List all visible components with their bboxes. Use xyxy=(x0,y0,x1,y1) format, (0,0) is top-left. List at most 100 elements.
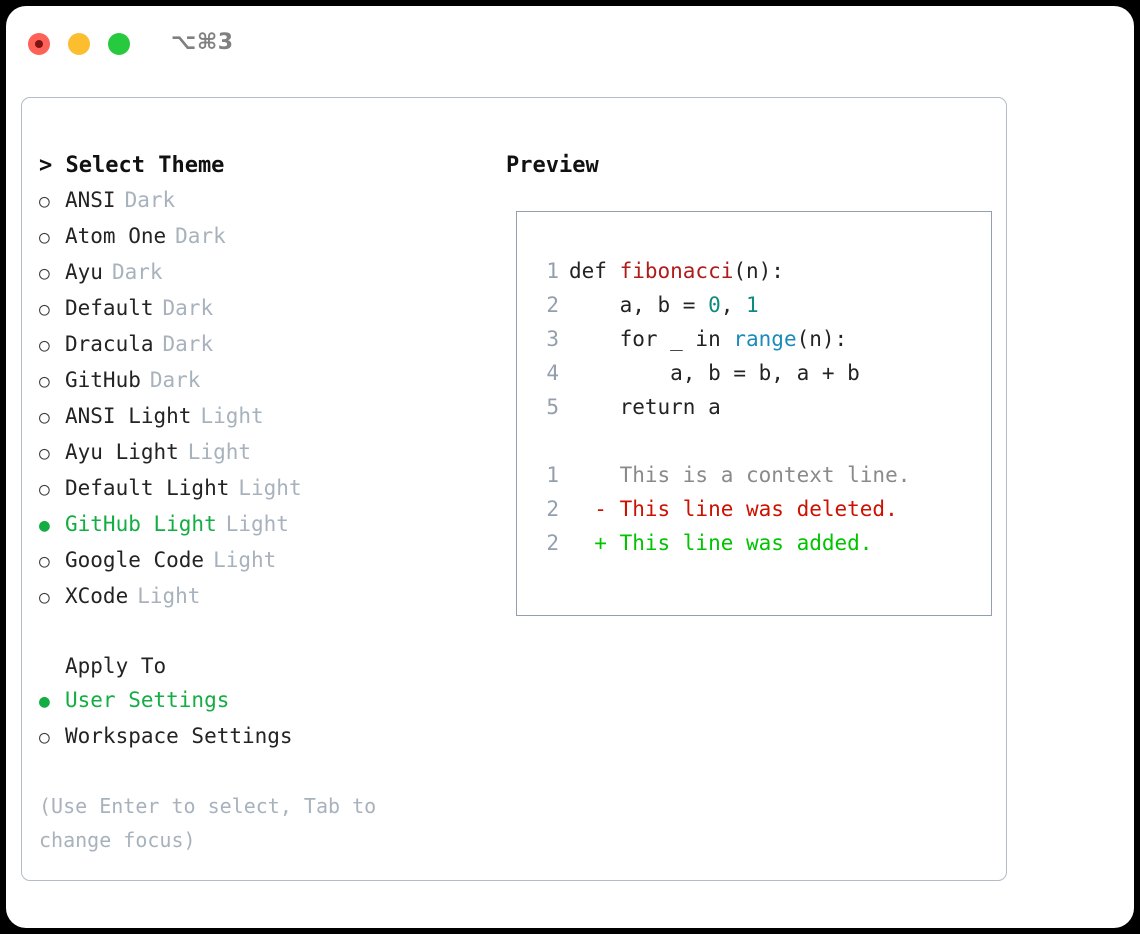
diff-line-text: This is a context line. xyxy=(569,463,911,487)
code-token: (n): xyxy=(796,327,848,351)
line-number: 4 xyxy=(546,361,559,385)
keyboard-hint-text: (Use Enter to select, Tab to change focu… xyxy=(39,794,377,852)
radio-unselected-icon[interactable]: ○ xyxy=(39,727,50,748)
preview-column: Preview xyxy=(506,149,986,183)
diff-line-text: + This line was added. xyxy=(569,531,873,555)
theme-variant-badge: Dark xyxy=(149,368,201,392)
line-number: 1 xyxy=(546,463,559,487)
theme-name: Dracula xyxy=(65,332,154,356)
title-bar: ⌥⌘3 xyxy=(6,6,1134,82)
list-spacer xyxy=(39,615,459,649)
radio-unselected-icon[interactable]: ○ xyxy=(39,551,50,572)
maximize-button[interactable] xyxy=(108,33,130,55)
preview-divider xyxy=(531,424,910,458)
minimize-button[interactable] xyxy=(68,33,90,55)
radio-unselected-icon[interactable]: ○ xyxy=(39,407,50,428)
apply-to-option[interactable]: ● User Settings xyxy=(39,683,459,719)
diff-line-text: - This line was deleted. xyxy=(569,497,898,521)
radio-unselected-icon[interactable]: ○ xyxy=(39,335,50,356)
theme-name: Default Light xyxy=(65,476,230,500)
line-number: 5 xyxy=(546,395,559,419)
theme-name: Google Code xyxy=(65,548,205,572)
theme-name: ANSI Light xyxy=(65,404,192,428)
line-number: 2 xyxy=(546,293,559,317)
theme-list-item[interactable]: ○ GitHub Dark xyxy=(39,363,459,399)
code-line-text: a, b = b, a + b xyxy=(569,356,860,390)
theme-name: Ayu Light xyxy=(65,440,179,464)
theme-name: GitHub xyxy=(65,368,141,392)
theme-name: Default xyxy=(65,296,154,320)
code-token: , xyxy=(720,293,747,317)
theme-list-item[interactable]: ○ Google Code Light xyxy=(39,543,459,579)
theme-variant-badge: Light xyxy=(213,548,277,572)
radio-selected-icon[interactable]: ● xyxy=(39,515,50,536)
theme-name: XCode xyxy=(65,584,129,608)
keyboard-shortcut-label: ⌥⌘3 xyxy=(171,30,234,55)
close-button[interactable] xyxy=(28,33,50,55)
code-line: 3 for _ in range(n): xyxy=(531,322,910,356)
radio-unselected-icon[interactable]: ○ xyxy=(39,371,50,392)
diff-line: 2 + This line was added. xyxy=(531,526,910,560)
radio-unselected-icon[interactable]: ○ xyxy=(39,479,50,500)
code-line-text: def fibonacci(n): xyxy=(569,254,784,288)
theme-list-item[interactable]: ○ Default Dark xyxy=(39,291,459,327)
line-number: 3 xyxy=(546,327,559,351)
radio-unselected-icon[interactable]: ○ xyxy=(39,587,50,608)
radio-unselected-icon[interactable]: ○ xyxy=(39,227,50,248)
code-line-text: for _ in range(n): xyxy=(569,322,848,356)
apply-to-label: User Settings xyxy=(65,688,230,712)
line-number: 2 xyxy=(546,497,559,521)
code-line: 2 a, b = 0, 1 xyxy=(531,288,910,322)
theme-name: Ayu xyxy=(65,260,103,284)
theme-list-item[interactable]: ○ XCode Light xyxy=(39,579,459,615)
theme-list-item[interactable]: ○ Ayu Light Light xyxy=(39,435,459,471)
line-number: 2 xyxy=(546,531,559,555)
theme-variant-badge: Dark xyxy=(162,332,214,356)
apply-to-list[interactable]: ● User Settings ○Workspace Settings xyxy=(39,683,459,755)
radio-unselected-icon[interactable]: ○ xyxy=(39,263,50,284)
radio-selected-icon[interactable]: ● xyxy=(39,691,50,712)
code-token: 0 xyxy=(708,293,721,317)
theme-variant-badge: Light xyxy=(187,440,252,464)
theme-variant-badge: Dark xyxy=(162,296,214,320)
radio-unselected-icon[interactable]: ○ xyxy=(39,443,50,464)
code-line-text: return a xyxy=(569,390,721,424)
radio-unselected-icon[interactable]: ○ xyxy=(39,299,50,320)
theme-list-item[interactable]: ○ Dracula Dark xyxy=(39,327,459,363)
theme-list-item[interactable]: ● GitHub Light Light xyxy=(39,507,459,543)
code-line-text: a, b = 0, 1 xyxy=(569,288,759,322)
code-token: a, b = b, a + b xyxy=(670,361,860,385)
select-theme-heading: > Select Theme xyxy=(39,153,225,178)
theme-variant-badge: Light xyxy=(137,584,201,608)
diff-line: 2 - This line was deleted. xyxy=(531,492,910,526)
code-token: (n): xyxy=(733,259,784,283)
code-token: return a xyxy=(619,395,721,419)
code-token: range xyxy=(733,327,797,351)
code-token: a, b = xyxy=(619,293,709,317)
code-token: def xyxy=(569,259,620,283)
radio-unselected-icon[interactable]: ○ xyxy=(39,191,50,212)
theme-variant-badge: Dark xyxy=(111,260,163,284)
theme-variant-badge: Light xyxy=(225,512,289,536)
code-line: 4 a, b = b, a + b xyxy=(531,356,910,390)
code-line: 1 def fibonacci(n): xyxy=(531,254,910,288)
theme-list-item[interactable]: ○ Ayu Dark xyxy=(39,255,459,291)
code-line: 5 return a xyxy=(531,390,910,424)
theme-name: GitHub Light xyxy=(65,512,217,536)
preview-heading: Preview xyxy=(506,153,599,178)
theme-name: ANSI xyxy=(65,188,116,212)
apply-to-heading: Apply To xyxy=(65,654,167,678)
line-number: 1 xyxy=(546,259,559,283)
apply-to-option[interactable]: ○Workspace Settings xyxy=(39,719,459,755)
code-token: fibonacci xyxy=(619,259,734,283)
